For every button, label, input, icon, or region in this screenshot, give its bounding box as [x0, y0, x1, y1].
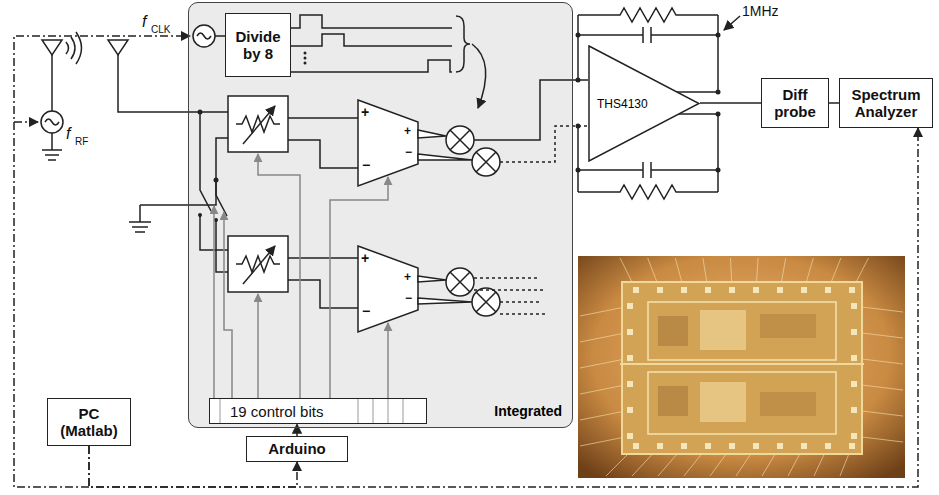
node-text: PC (Matlab) [53, 405, 125, 440]
bond-pad [851, 303, 857, 309]
signal-connector [829, 102, 839, 104]
register-box: 19 control bits [209, 398, 427, 424]
frequency-label: 1MHz [742, 4, 779, 18]
bond-pad [851, 355, 857, 361]
node-text: Diff probe [767, 86, 823, 121]
node-text: Divide by 8 [231, 28, 285, 63]
polarity-sign: + [404, 271, 411, 283]
bond-pad [627, 381, 633, 387]
polarity-sign: − [405, 146, 412, 158]
polarity-sign: + [404, 125, 411, 137]
bond-pad [825, 443, 831, 449]
polarity-sign: + [361, 105, 369, 119]
bond-pad [753, 287, 759, 293]
signal-name: CLK [151, 25, 170, 35]
signal-connector [296, 424, 298, 436]
bond-pad [657, 443, 663, 449]
process-box: Diff probe [761, 78, 829, 128]
bond-pad [851, 329, 857, 335]
control-wire [214, 154, 388, 398]
signal-name: f [66, 126, 70, 142]
bond-pad [681, 287, 687, 293]
bond-pad [777, 287, 783, 293]
bond-pad [627, 355, 633, 361]
bond-pad [705, 287, 711, 293]
bond-pad [633, 443, 639, 449]
bond-pad [627, 303, 633, 309]
ellipsis-dots [304, 52, 307, 65]
chip-background [188, 2, 573, 428]
bond-pad [801, 287, 807, 293]
signal-name: f [142, 14, 146, 30]
bond-pad [849, 287, 855, 293]
process-box: Divide by 8 [225, 13, 291, 77]
polarity-sign: − [405, 292, 412, 304]
process-box: Arduino [246, 436, 348, 462]
bond-pad [657, 287, 663, 293]
bond-pad [633, 287, 639, 293]
input-network [108, 40, 228, 272]
node-text: Arduino [268, 440, 326, 457]
bond-pad [705, 443, 711, 449]
bond-pad [627, 329, 633, 335]
amplifier [288, 100, 418, 332]
bond-pad [627, 407, 633, 413]
node-text: THS4130 [597, 97, 648, 111]
chip-photo [578, 256, 905, 478]
bond-pad [849, 443, 855, 449]
bond-pad [851, 381, 857, 387]
bond-pad [681, 443, 687, 449]
bond-pad [729, 287, 735, 293]
bond-pad [729, 443, 735, 449]
process-box: Spectrum Analyzer [839, 78, 933, 128]
junction-dot [198, 110, 219, 223]
bond-pad [753, 443, 759, 449]
amplifier-triangle: THS4130 [588, 45, 700, 162]
junction-dot [576, 33, 721, 173]
polarity-sign: − [362, 158, 370, 172]
signal-connector [700, 102, 761, 104]
node-text: Spectrum Analyzer [845, 86, 927, 121]
polarity-sign: − [362, 304, 370, 318]
bond-pad [851, 433, 857, 439]
node-text: 19 control bits [230, 403, 323, 420]
bond-pad [777, 443, 783, 449]
polarity-sign: + [361, 251, 369, 265]
signal-name: RF [75, 137, 88, 147]
bond-pad [851, 407, 857, 413]
bond-pad [627, 433, 633, 439]
node-text: Integrated [494, 403, 562, 419]
bond-pad [825, 287, 831, 293]
process-box: PC (Matlab) [47, 398, 131, 446]
bond-pad [801, 443, 807, 449]
control-line [14, 36, 190, 487]
chip-boundary: Integrated Divide by 8 19 control bits [188, 2, 573, 428]
variable-resistor [228, 96, 288, 292]
control-connector [89, 128, 918, 487]
mixer [418, 80, 588, 316]
